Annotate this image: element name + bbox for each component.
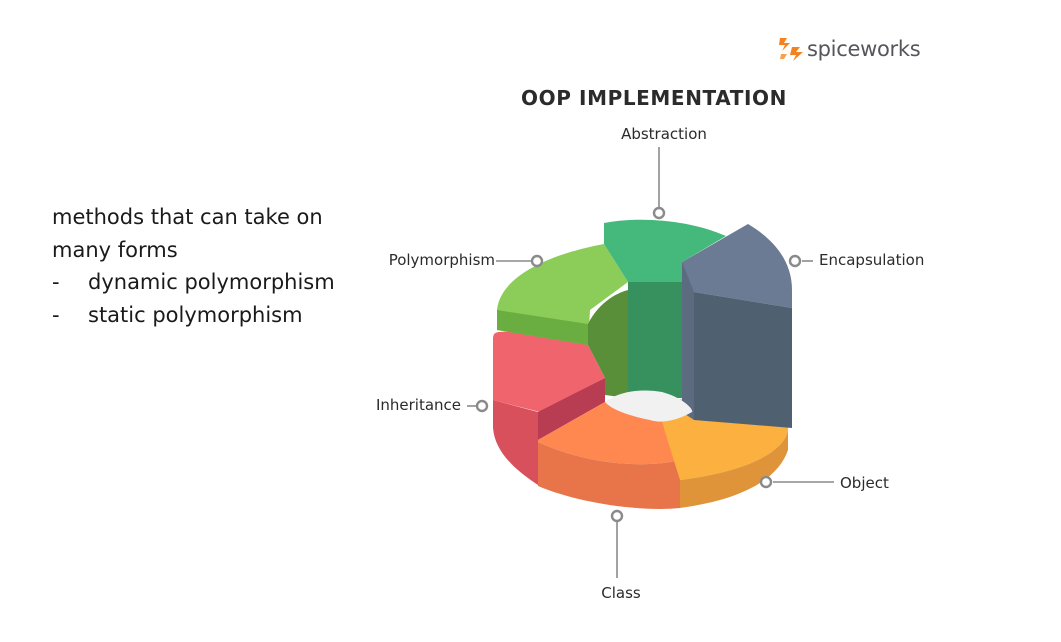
- label-inheritance: Inheritance: [376, 396, 461, 414]
- marker-circle: [610, 509, 624, 523]
- ring-hole: [605, 390, 693, 422]
- notes-bullet: - static polymorphism: [52, 299, 335, 332]
- bullet-text: static polymorphism: [88, 302, 303, 327]
- leader-lines: [467, 147, 834, 578]
- label-polymorphism: Polymorphism: [389, 251, 495, 269]
- label-abstraction: Abstraction: [621, 125, 707, 143]
- label-class: Class: [601, 584, 641, 602]
- segment-polymorphism: [497, 244, 628, 398]
- bullet-text: dynamic polymorphism: [88, 270, 335, 294]
- marker-circle: [788, 254, 802, 268]
- notes-text: methods that can take on many forms - dy…: [52, 201, 335, 331]
- marker-circle: [652, 206, 666, 220]
- segment-abstraction: [604, 219, 726, 398]
- segment-inheritance: [493, 331, 605, 485]
- notes-line: many forms: [52, 237, 178, 262]
- spiceworks-logo-icon: [779, 38, 803, 61]
- leader-markers: [475, 206, 802, 523]
- logo-text: spiceworks: [807, 37, 921, 61]
- label-object: Object: [840, 474, 889, 492]
- label-encapsulation: Encapsulation: [819, 251, 924, 269]
- notes-bullet: - dynamic polymorphism: [52, 266, 335, 299]
- marker-circle: [530, 254, 544, 268]
- segment-encapsulation: [682, 224, 792, 428]
- bullet-dash: -: [52, 302, 60, 327]
- notes-line: methods that can take on: [52, 205, 323, 229]
- spiceworks-logo: spiceworks: [778, 34, 921, 64]
- marker-circle: [759, 475, 773, 489]
- diagram-title: OOP IMPLEMENTATION: [521, 86, 787, 110]
- segment-object: [658, 399, 789, 508]
- bullet-dash: -: [52, 270, 60, 294]
- marker-circle: [475, 399, 489, 413]
